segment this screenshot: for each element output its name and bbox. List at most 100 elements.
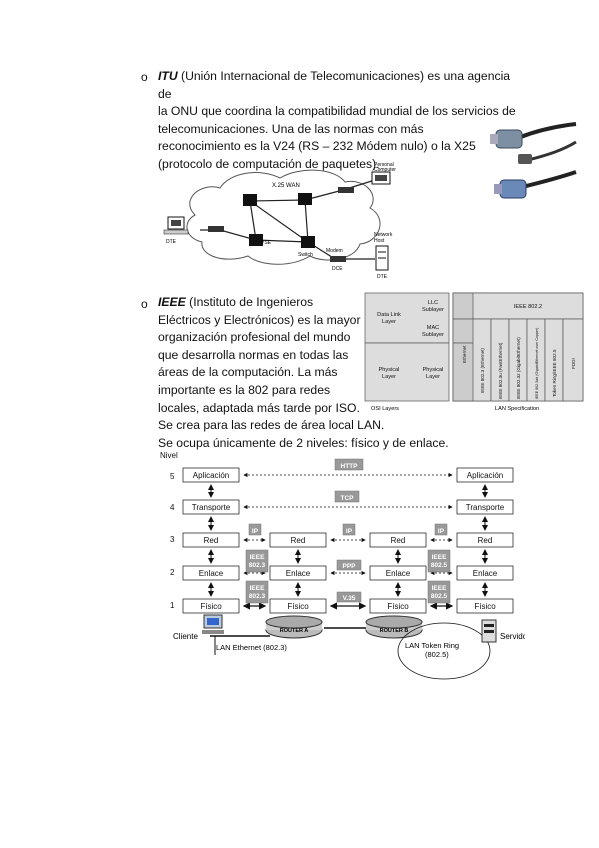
col-8023ab: IEEE 802.3ab (GigabitEthernet over Coppe… <box>535 328 539 399</box>
pse-switch-3 <box>249 234 263 246</box>
pc-label-1: Personal <box>374 162 394 168</box>
switch-label: Switch <box>298 252 313 258</box>
l-transporte: Transporte <box>192 503 231 512</box>
ieee-line-1-text: (Instituto de Ingenieros <box>185 295 314 309</box>
ieee-bullet: o <box>141 297 148 311</box>
ra-enlace: Enlace <box>286 569 311 578</box>
osi-ieee-table: Data Link Layer Physical Layer LLC Subla… <box>364 292 584 412</box>
pc-label-2: Computer <box>374 167 396 173</box>
mac-1: MAC <box>427 325 439 331</box>
ieee-line-3: organización profesional del mundo <box>158 330 351 345</box>
tag-v35: V.35 <box>343 595 356 602</box>
phys-1: Physical <box>423 367 444 373</box>
itu-line-5: (protocolo de computación de paquetes). <box>158 156 380 171</box>
llc-2: Sublayer <box>422 307 444 313</box>
pse-label: PSE <box>261 240 272 246</box>
rb-enlace: Enlace <box>386 569 411 578</box>
dte-right-label: DTE <box>377 274 388 280</box>
level-3: 3 <box>170 535 175 544</box>
osi-physical-1: Physical <box>379 367 400 373</box>
lan-ethernet-label: LAN Ethernet (802.3) <box>216 643 287 652</box>
itu-line-1: ITU (Unión Internacional de Telecomunica… <box>158 68 518 103</box>
mac-2: Sublayer <box>422 332 444 338</box>
tag-ip-2: IP <box>346 528 353 535</box>
dte-left-label: DTE <box>166 239 177 245</box>
ieee-line-8: Se crea para las redes de área local LAN… <box>158 418 385 433</box>
col-8025: Token Ring/IEEE 802.5 <box>552 349 557 397</box>
host-label-1: Network <box>374 232 393 238</box>
tag-ppp: PPP <box>342 563 356 570</box>
ra-red: Red <box>291 536 306 545</box>
nivel-label: Nivel <box>160 451 178 460</box>
pse-switch-4 <box>301 236 315 248</box>
rb-fisico: Físico <box>387 602 409 611</box>
osi-caption: OSI Layers <box>371 406 399 412</box>
l-fisico: Físico <box>200 602 222 611</box>
itu-bullet: o <box>141 70 148 84</box>
wan-cloud <box>186 169 381 265</box>
l-enlace: Enlace <box>199 569 224 578</box>
col-8023: IEEE 802.3 (Ethernet) <box>480 348 485 393</box>
itu-line-2: la ONU que coordina la compatibilidad mu… <box>158 104 516 119</box>
ieee-line-1: IEEE (Instituto de Ingenieros <box>158 294 478 312</box>
tag-8023a-2: 802.3 <box>249 562 266 569</box>
ethernet-col: Ethernet <box>462 345 467 363</box>
ieee-line-2: Eléctricos y Electrónicos) es la mayor <box>158 312 361 327</box>
ra-fisico: Físico <box>287 602 309 611</box>
col-8023u: IEEE 802.3u (FastEthernet) <box>498 342 503 399</box>
layers-diagram: Nivel 5 4 3 2 1 Aplicación Transporte Re… <box>160 451 525 680</box>
ieee-line-6: importante es la 802 para redes <box>158 382 331 397</box>
r-transporte: Transporte <box>466 503 505 512</box>
host-label-2: Host <box>374 238 385 244</box>
router-b-label: ROUTER B <box>380 628 409 634</box>
lan-caption: LAN Specification <box>495 406 539 412</box>
ieee-line-4: que desarrolla normas en todas las <box>158 347 349 362</box>
osi-physical-2: Layer <box>382 374 396 380</box>
tag-http: HTTP <box>341 463 359 470</box>
level-5: 5 <box>170 472 175 481</box>
modem-label: Modem <box>326 248 343 254</box>
server-icon <box>481 619 497 643</box>
l-red: Red <box>204 536 219 545</box>
ieee-line-5: áreas de la computación. La más <box>158 365 338 380</box>
lan-token-label-1: LAN Token Ring <box>405 641 459 650</box>
itu-line-1-text: (Unión Internacional de Telecomunicacion… <box>158 69 511 101</box>
rb-red: Red <box>391 536 406 545</box>
ieee-line-9: Se ocupa únicamente de 2 niveles: físico… <box>158 435 449 450</box>
router-b-icon: ROUTER B <box>365 615 423 639</box>
serial-cable-image <box>490 122 577 199</box>
tag-8023a-1: IEEE <box>250 554 265 561</box>
tag-8023b-1: IEEE <box>250 585 265 592</box>
ieee-line-7: locales, adaptada más tarde por ISO. <box>158 400 360 415</box>
level-4: 4 <box>170 503 175 512</box>
pse-switch-1 <box>243 194 257 206</box>
phys-2: Layer <box>426 374 440 380</box>
itu-abbr: ITU <box>158 69 178 83</box>
client-pc-icon <box>202 614 224 634</box>
router-a-icon: ROUTER A <box>265 615 323 639</box>
itu-line-4: reconocimiento es la V24 (RS – 232 Módem… <box>158 139 476 154</box>
dce-label: DCE <box>332 266 343 272</box>
col-fddi: FDDI <box>571 358 576 369</box>
r-aplicacion: Aplicación <box>467 471 503 480</box>
tag-ip-1: IP <box>252 528 259 535</box>
r-fisico: Físico <box>474 602 496 611</box>
itu-paragraph: ITU (Unión Internacional de Telecomunica… <box>158 68 518 174</box>
wan-cloud-label: X.25 WAN <box>272 183 300 189</box>
r-red: Red <box>478 536 493 545</box>
tag-8023b-2: 802.3 <box>249 593 266 600</box>
r-enlace: Enlace <box>473 569 498 578</box>
cliente-label: Cliente <box>173 632 198 641</box>
level-1: 1 <box>170 601 175 610</box>
tag-8025b-1: IEEE <box>432 585 447 592</box>
tag-ip-3: IP <box>438 528 445 535</box>
pse-switch-2 <box>298 193 312 205</box>
servidor-label: Servidor <box>500 632 525 641</box>
router-a-label: ROUTER A <box>280 628 309 634</box>
lan-token-label-2: (802.5) <box>425 650 449 659</box>
osi-data-link-1: Data Link <box>377 312 401 318</box>
itu-line-3: telecomunicaciones. Una de las normas co… <box>158 121 424 136</box>
tag-tcp: TCP <box>341 495 355 502</box>
level-2: 2 <box>170 568 175 577</box>
tag-8025a-2: 802.5 <box>431 562 448 569</box>
